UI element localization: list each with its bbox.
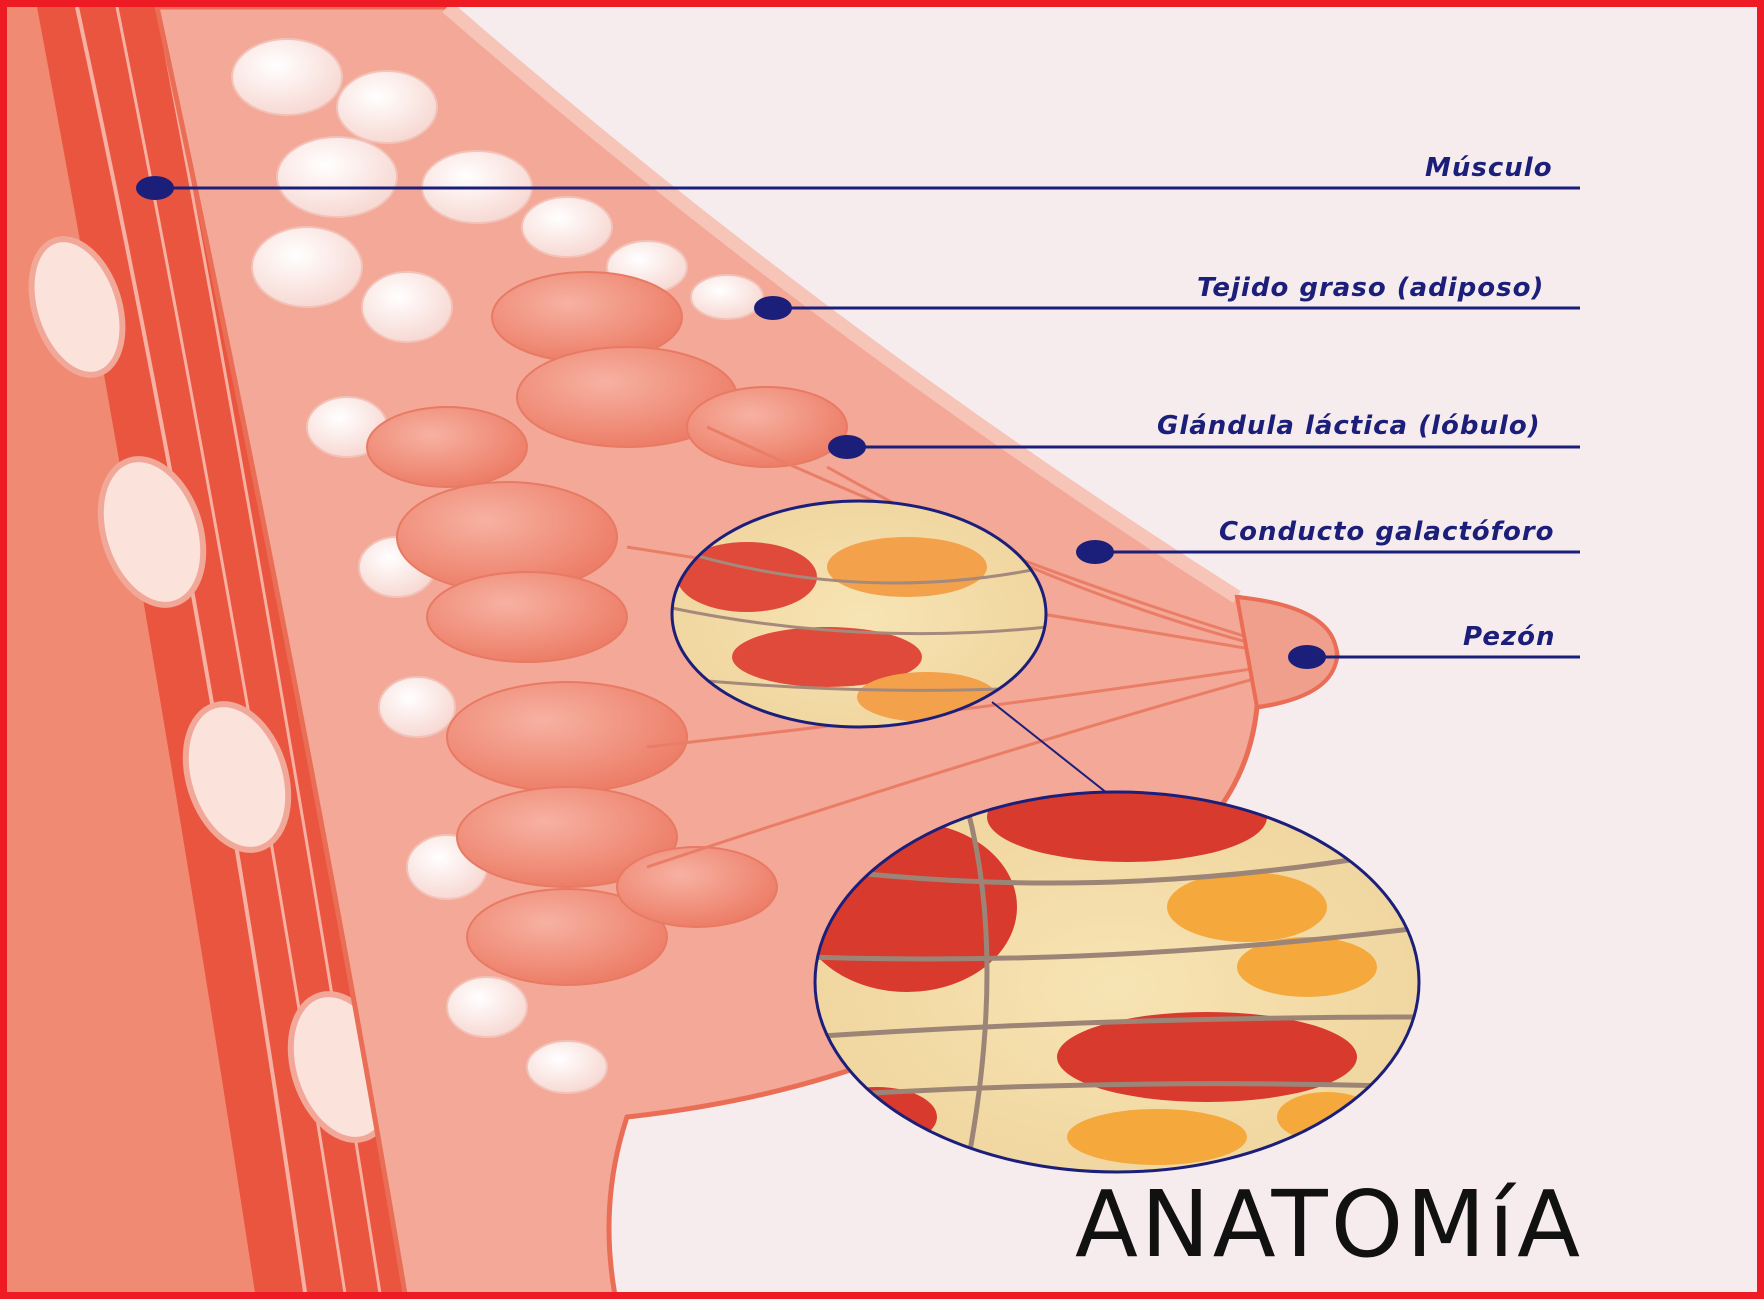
label-pezon: Pezón [1463,622,1556,652]
diagram-title: ANATOMíA [1075,1171,1583,1278]
label-glandula-lactica: Glándula láctica (lóbulo) [1157,411,1541,441]
marker-dot-musculo [136,176,174,200]
marker-dot-glandula [828,435,866,459]
marker-dot-tejido [754,296,792,320]
marker-dot-conducto [1076,540,1114,564]
label-musculo: Músculo [1425,153,1553,183]
label-tejido-graso: Tejido graso (adiposo) [1197,273,1544,303]
breast-anatomy-illustration [7,7,1764,1299]
label-conducto-galactoforo: Conducto galactóforo [1219,517,1555,547]
marker-dot-pezon [1288,645,1326,669]
